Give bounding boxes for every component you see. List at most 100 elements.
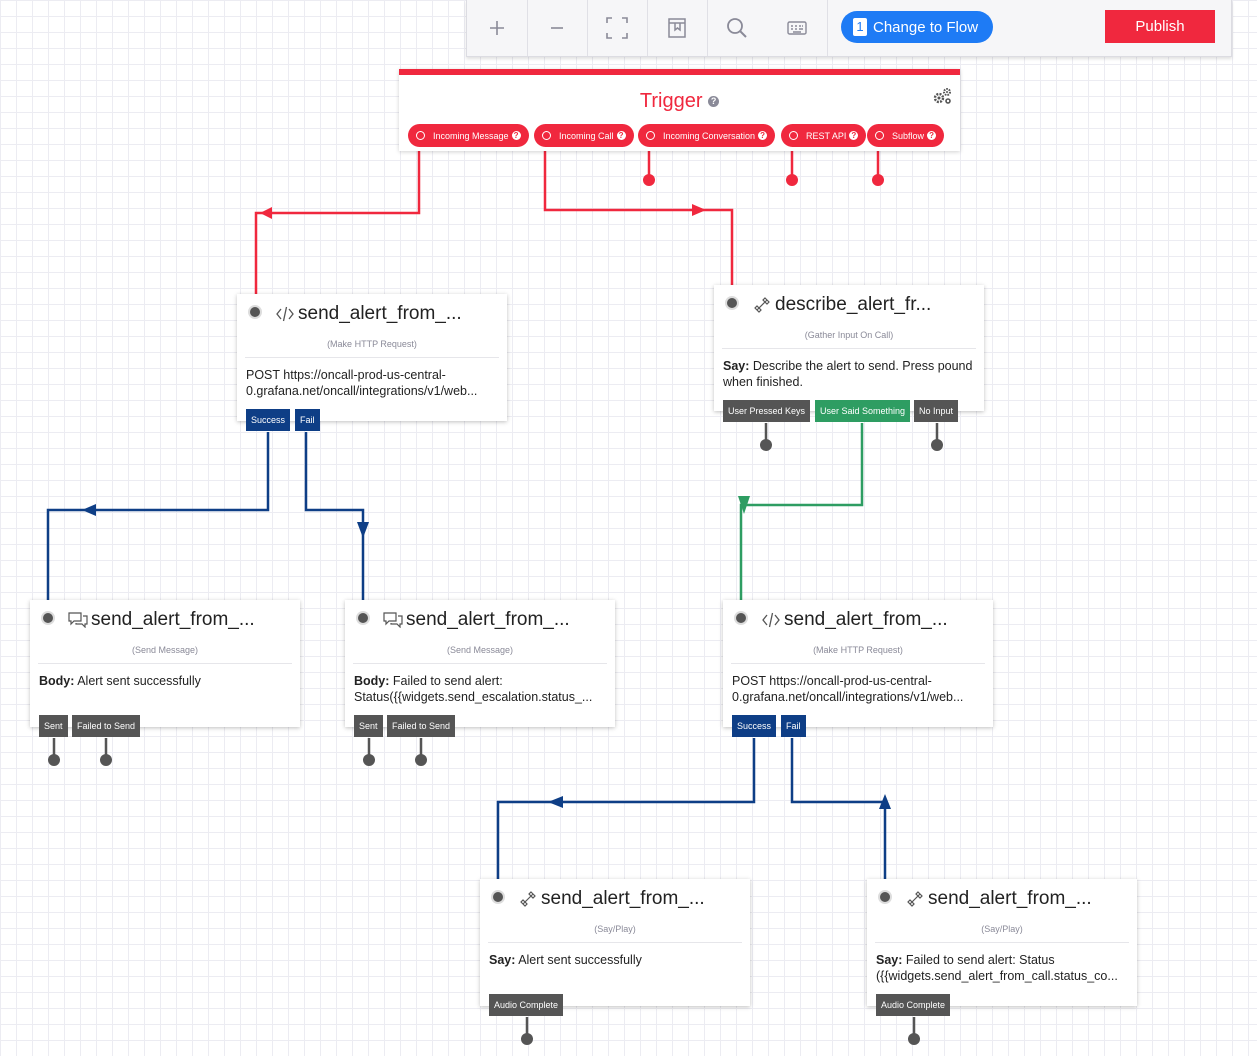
transition-fail[interactable]: Fail xyxy=(781,715,806,737)
body-line: 0.grafana.net/oncall/integrations/v1/web… xyxy=(246,384,478,398)
trigger-incoming-call[interactable]: Incoming Call ? xyxy=(534,124,634,147)
widget-title-row: send_alert_from_... xyxy=(518,888,705,910)
widget-title-row: send_alert_from_... xyxy=(383,609,570,631)
divider xyxy=(245,357,499,358)
help-icon[interactable]: ? xyxy=(849,131,859,140)
bookmark-button[interactable] xyxy=(647,0,708,56)
body-text: Failed to send alert: Status xyxy=(902,953,1055,967)
transition-audio-complete[interactable]: Audio Complete xyxy=(876,994,951,1016)
trigger-rest-api[interactable]: REST API ? xyxy=(781,124,867,147)
stub-dot xyxy=(521,1033,533,1045)
transition-failed-to-send[interactable]: Failed to Send xyxy=(72,715,141,737)
trigger-widget[interactable]: Trigger ? Incoming Message ? Incoming Ca… xyxy=(399,69,960,151)
wire-incoming-message xyxy=(254,140,421,296)
transition-failed-to-send[interactable]: Failed to Send xyxy=(387,715,456,737)
body-line: POST https://oncall-prod-us-central- xyxy=(246,368,446,382)
body-text: Alert sent successfully xyxy=(515,953,642,967)
widget-title: send_alert_from_... xyxy=(298,303,462,324)
widget-title-row: send_alert_from_... xyxy=(68,609,255,631)
help-icon[interactable]: ? xyxy=(758,131,768,140)
transition-no-input[interactable]: No Input xyxy=(914,400,959,422)
trigger-port-icon xyxy=(542,131,551,140)
bookmark-icon xyxy=(668,18,686,38)
change-to-flow-button[interactable]: 1 Change to Flow xyxy=(841,11,993,43)
minus-icon xyxy=(551,27,563,29)
body-label: Say: xyxy=(876,953,903,967)
transition-fail[interactable]: Fail xyxy=(295,409,320,431)
divider xyxy=(353,663,607,664)
fit-to-screen-button[interactable] xyxy=(587,0,648,56)
widget-body: Body: Failed to send alert: Status({{wid… xyxy=(354,673,607,705)
widget-title: describe_alert_fr... xyxy=(775,294,932,315)
help-icon[interactable]: ? xyxy=(927,131,937,140)
search-icon xyxy=(727,18,747,38)
divider xyxy=(488,942,742,943)
body-text: Alert sent successfully xyxy=(74,674,201,688)
body-text: Describe the alert to send. Press pound … xyxy=(723,359,973,389)
transition-sent[interactable]: Sent xyxy=(354,715,383,737)
widget-title: send_alert_from_... xyxy=(541,888,705,909)
zoom-in-button[interactable] xyxy=(467,0,528,56)
widget-input-port[interactable] xyxy=(41,611,55,625)
wire-http2-success xyxy=(496,738,756,881)
trigger-port-icon xyxy=(416,131,425,140)
widget-gather-input[interactable]: describe_alert_fr... (Gather Input On Ca… xyxy=(714,285,984,422)
transition-user-said-something[interactable]: User Said Something xyxy=(815,400,911,422)
widget-body: Body: Alert sent successfully xyxy=(39,673,292,689)
transition-success[interactable]: Success xyxy=(246,409,291,431)
body-label: Say: xyxy=(489,953,516,967)
gears-icon[interactable] xyxy=(932,87,952,110)
help-icon[interactable]: ? xyxy=(616,131,626,140)
plus-icon xyxy=(490,21,504,35)
phone-icon xyxy=(905,889,925,909)
keyboard-icon xyxy=(787,21,807,35)
widget-body: POST https://oncall-prod-us-central- 0.g… xyxy=(732,673,985,705)
widget-body: Say: Describe the alert to send. Press p… xyxy=(723,358,976,390)
widget-type: (Make HTTP Request) xyxy=(813,645,903,655)
widget-input-port[interactable] xyxy=(248,305,262,319)
search-button[interactable] xyxy=(707,0,767,56)
divider xyxy=(875,942,1129,943)
widget-input-port[interactable] xyxy=(356,611,370,625)
transition-success[interactable]: Success xyxy=(732,715,777,737)
wire-arrow xyxy=(738,496,750,514)
widget-input-port[interactable] xyxy=(725,296,739,310)
trigger-incoming-message[interactable]: Incoming Message ? xyxy=(408,124,529,147)
widget-say-play-ok[interactable]: send_alert_from_... (Say/Play) Say: Aler… xyxy=(480,879,750,1016)
chat-icon xyxy=(68,610,88,630)
widget-http-request-1[interactable]: send_alert_from_... (Make HTTP Request) … xyxy=(237,294,507,431)
body-line: POST https://oncall-prod-us-central- xyxy=(732,674,932,688)
widget-say-play-fail[interactable]: send_alert_from_... (Say/Play) Say: Fail… xyxy=(867,879,1137,1016)
phone-icon xyxy=(518,889,538,909)
stub-dot xyxy=(643,174,655,186)
trigger-subflow[interactable]: Subflow ? xyxy=(867,124,945,147)
wire-incoming-call xyxy=(543,140,734,287)
widget-http-request-2[interactable]: send_alert_from_... (Make HTTP Request) … xyxy=(723,600,993,737)
stub-dot xyxy=(786,174,798,186)
trigger-incoming-conversation[interactable]: Incoming Conversation ? xyxy=(638,124,776,147)
zoom-out-button[interactable] xyxy=(527,0,588,56)
keyboard-shortcuts-button[interactable] xyxy=(767,0,828,56)
widget-send-message-fail[interactable]: send_alert_from_... (Send Message) Body:… xyxy=(345,600,615,737)
transition-sent[interactable]: Sent xyxy=(39,715,68,737)
publish-button[interactable]: Publish xyxy=(1105,10,1215,43)
phone-icon xyxy=(752,295,772,315)
widget-input-port[interactable] xyxy=(491,890,505,904)
widget-type: (Make HTTP Request) xyxy=(327,339,417,349)
widget-title-row: send_alert_from_... xyxy=(275,303,462,325)
widget-input-port[interactable] xyxy=(734,611,748,625)
fullscreen-icon xyxy=(606,17,628,39)
transition-audio-complete[interactable]: Audio Complete xyxy=(489,994,564,1016)
help-icon[interactable]: ? xyxy=(708,96,720,108)
help-icon[interactable]: ? xyxy=(511,131,521,140)
flow-button-label: Change to Flow xyxy=(873,18,979,36)
stub-dot xyxy=(415,754,427,766)
trigger-port-icon xyxy=(646,131,655,140)
body-label: Body: xyxy=(39,674,75,688)
widget-input-port[interactable] xyxy=(878,890,892,904)
widget-type: (Send Message) xyxy=(446,645,514,655)
widget-send-message-ok[interactable]: send_alert_from_... (Send Message) Body:… xyxy=(30,600,300,737)
widget-title-row: send_alert_from_... xyxy=(761,609,948,631)
body-label: Body: xyxy=(354,674,390,688)
transition-user-pressed-keys[interactable]: User Pressed Keys xyxy=(723,400,811,422)
